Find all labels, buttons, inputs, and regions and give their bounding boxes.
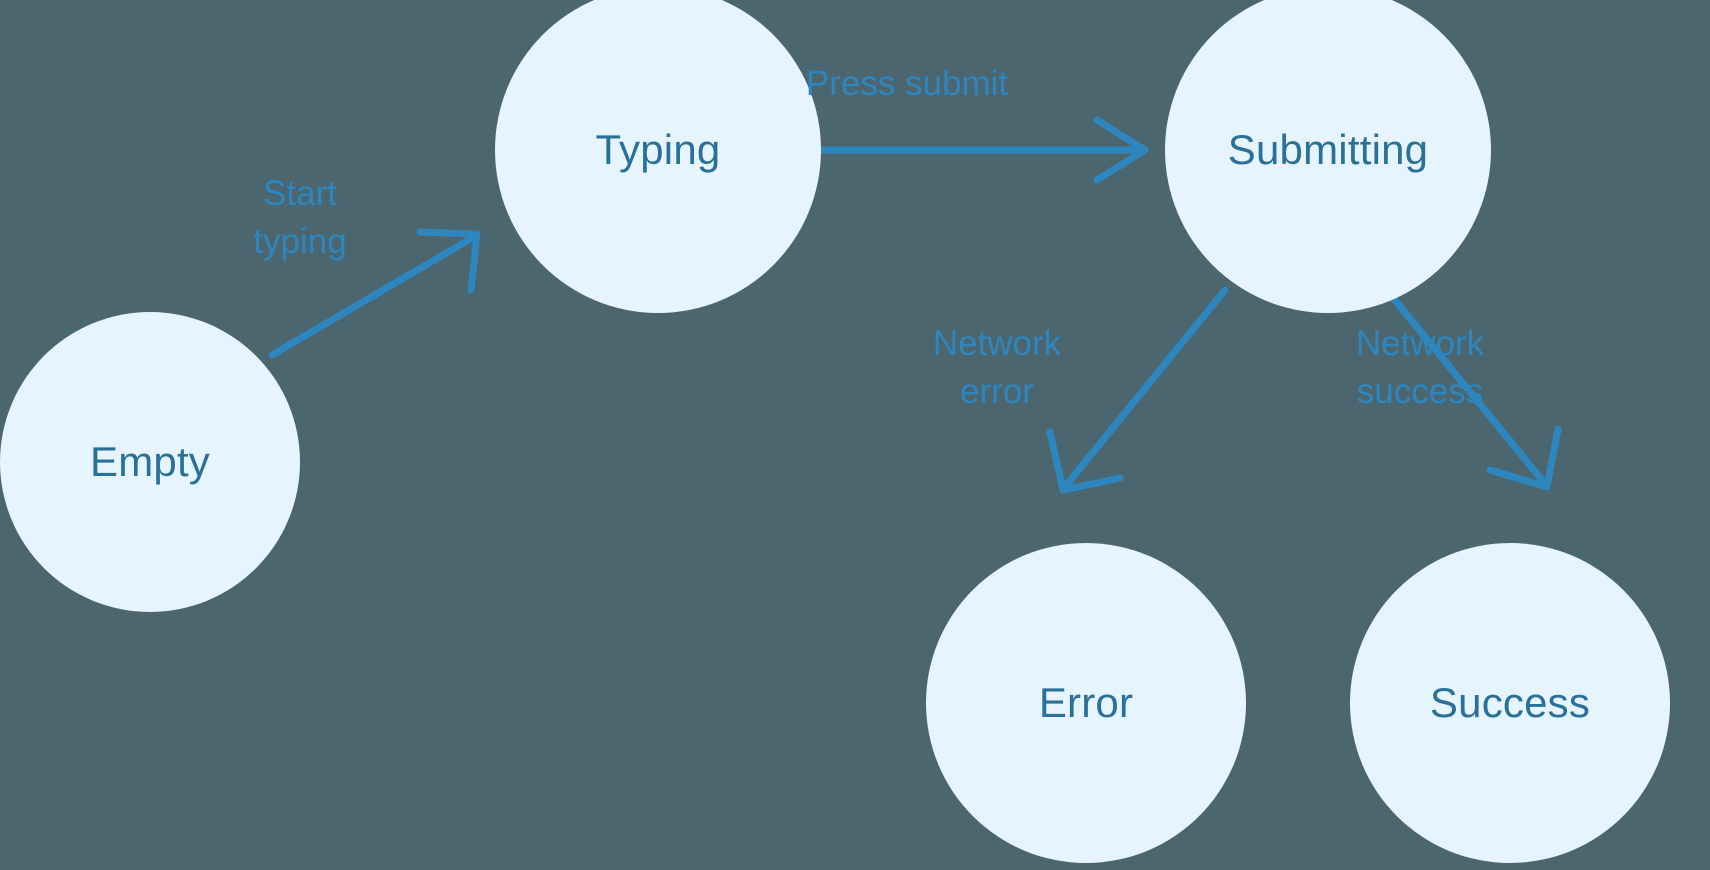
node-error-label: Error [1038,679,1134,726]
edge-label-start-typing: Start typing [253,174,347,262]
edge-submitting-to-success [1381,284,1562,491]
node-submitting[interactable]: Submitting [1165,0,1491,313]
node-success[interactable]: Success [1350,543,1670,863]
node-typing-label: Typing [595,126,721,173]
node-submitting-label: Submitting [1227,126,1429,173]
edge-label-network-success: Network success [1355,324,1485,412]
node-empty-label: Empty [89,438,211,485]
node-typing[interactable]: Typing [495,0,821,313]
edge-label-network-error: Network error [932,324,1062,412]
edge-label-press-submit: Press submit [805,64,1009,103]
node-success-label: Success [1429,679,1591,726]
node-empty[interactable]: Empty [0,312,300,612]
edge-submitting-to-error [1046,286,1229,494]
node-error[interactable]: Error [926,543,1246,863]
edge-typing-to-submitting [764,116,1149,184]
edge-empty-to-typing [268,228,481,359]
